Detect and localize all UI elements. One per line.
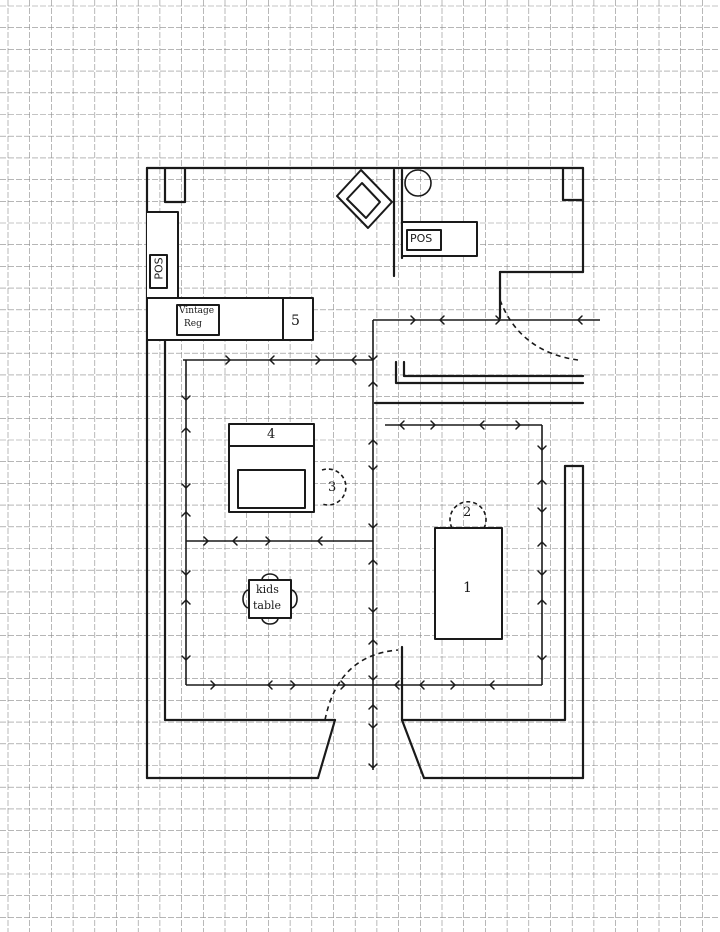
flow-arrow (537, 570, 547, 577)
flow-arrow (203, 536, 210, 546)
kids-chair-top (261, 573, 279, 581)
kids-chair-left (242, 589, 250, 609)
kids-table-label-line1: kids (256, 583, 279, 596)
column-top-left (163, 166, 187, 204)
pos-label-right: POS (410, 232, 433, 245)
flow-arrow (368, 763, 378, 770)
flow-arrow (225, 355, 232, 365)
shelf-mid (394, 360, 585, 385)
flow-arrow (537, 540, 547, 547)
round-fixture-2 (449, 501, 487, 529)
flow-arrow (350, 355, 357, 365)
flow-arrow (210, 680, 217, 690)
flow-arrow (181, 426, 191, 433)
flow-arrow (488, 680, 495, 690)
flow-arrow (316, 536, 323, 546)
column-top-right (561, 166, 585, 202)
flow-arrow (266, 680, 273, 690)
right-pos-box (406, 229, 442, 251)
flow-arrow (537, 507, 547, 514)
flow-arrow (368, 703, 378, 710)
flow-arrow (478, 420, 485, 430)
flow-arrow (268, 355, 275, 365)
flow-arrow (368, 438, 378, 445)
round-fixture-top (404, 169, 432, 197)
flow-arrow (537, 478, 547, 485)
side-door-swing (499, 299, 579, 361)
flow-arrow (537, 445, 547, 452)
flow-arrow (181, 510, 191, 517)
shelf-short (402, 360, 585, 378)
round-fixture-3 (321, 468, 347, 506)
station-2-label: 2 (463, 505, 472, 520)
flow-arrow (398, 420, 405, 430)
left-pos-box (149, 254, 168, 289)
flow-arrow (368, 723, 378, 730)
fixture-4-inner (237, 469, 306, 509)
flow-arrow (368, 523, 378, 530)
station-4-label: 4 (267, 427, 276, 442)
flow-arrow (537, 598, 547, 605)
station-1-label: 1 (463, 580, 472, 596)
vintage-reg-label-line2: Reg (184, 319, 202, 329)
entrance-door-swing (324, 649, 399, 721)
flow-arrow (418, 680, 425, 690)
flow-arrow (340, 680, 347, 690)
flow-arrow (368, 355, 378, 362)
kids-chair-right (290, 589, 298, 609)
traffic-arrows (181, 315, 583, 770)
door-swings (324, 299, 579, 721)
flow-arrow (315, 355, 322, 365)
flow-arrow (576, 315, 583, 325)
flow-arrow (368, 380, 378, 387)
flow-arrow (450, 680, 457, 690)
fixture-1 (434, 527, 503, 640)
flow-arrow (430, 420, 437, 430)
flow-arrow (393, 680, 400, 690)
kids-chair-bottom (261, 617, 279, 625)
flow-arrow (410, 315, 417, 325)
kids-table-label-line2: table (253, 599, 282, 612)
flow-arrow (181, 655, 191, 662)
vintage-reg-box (176, 304, 220, 336)
store-fixtures (146, 169, 503, 640)
flow-arrow (181, 483, 191, 490)
store-walls (145, 166, 585, 780)
round-fixtures (242, 169, 487, 625)
angled-display (336, 169, 393, 229)
flow-arrow (537, 655, 547, 662)
flow-arrow (438, 315, 445, 325)
flow-arrow (495, 315, 502, 325)
pos-label-left: POS (152, 257, 166, 280)
flow-arrow (265, 536, 272, 546)
flow-arrow (368, 607, 378, 614)
flow-arrow (181, 598, 191, 605)
flow-arrow (231, 536, 238, 546)
flow-arrow (368, 675, 378, 682)
flow-arrow (368, 558, 378, 565)
counter-5 (282, 297, 314, 341)
flow-arrow (368, 638, 378, 645)
station-5-label: 5 (291, 313, 300, 329)
flow-arrow (181, 570, 191, 577)
flow-arrow (181, 395, 191, 402)
flow-arrow (515, 420, 522, 430)
traffic-flow-paths (183, 319, 600, 770)
flow-arrow (368, 465, 378, 472)
entrance-splay-left (316, 718, 337, 780)
kids-table (248, 579, 292, 619)
inner-wall-right (400, 464, 567, 722)
flow-arrow (290, 680, 297, 690)
vintage-reg-label-line1: Vintage (179, 306, 215, 316)
entrance-splay-right (400, 718, 426, 780)
station-3-label: 3 (328, 480, 337, 495)
inner-wall-left (163, 338, 337, 722)
